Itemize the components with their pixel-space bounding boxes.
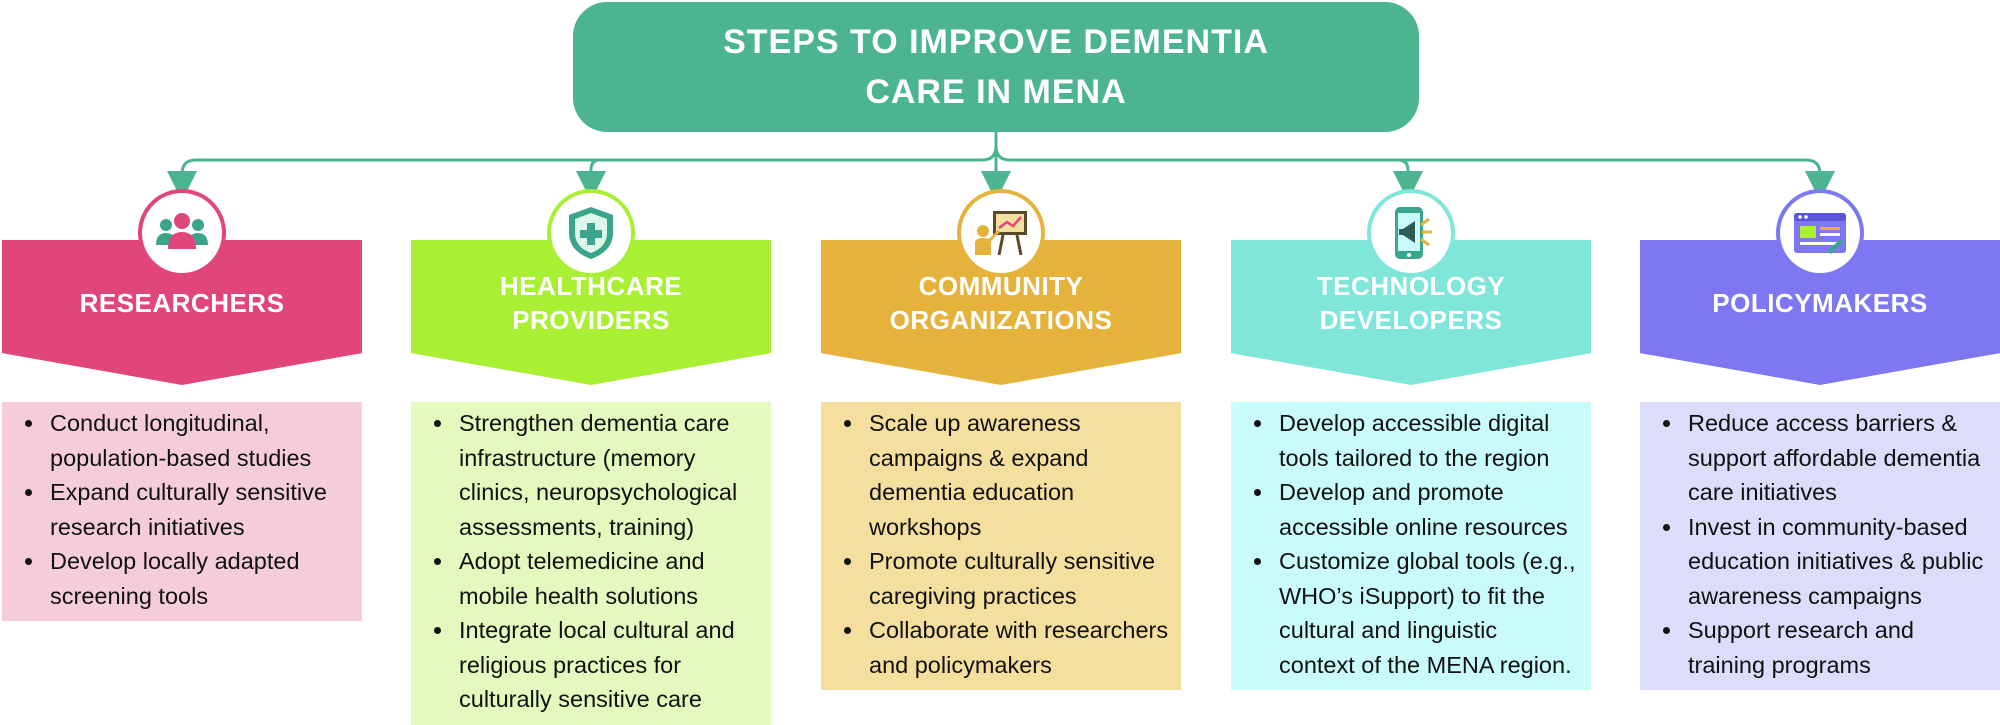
bullet-item: Collaborate with researchers and policym…: [865, 613, 1169, 682]
title-line-1: STEPS TO IMPROVE DEMENTIA: [723, 23, 1269, 61]
bullets-box: Develop accessible digital tools tailore…: [1231, 402, 1591, 690]
bullet-item: Develop and promote accessible online re…: [1275, 475, 1579, 544]
banner-healthcare-providers: HEALTHCARE PROVIDERS: [411, 240, 771, 385]
bullet-item: Develop accessible digital tools tailore…: [1275, 406, 1579, 475]
bullet-item: Conduct longitudinal, population-based s…: [46, 406, 350, 475]
icon-circle: [957, 189, 1045, 277]
mobile-megaphone-icon: [1395, 207, 1432, 259]
bullet-list: Strengthen dementia care infrastructure …: [423, 406, 759, 717]
connector-branch-2: [576, 158, 606, 201]
medical-shield-icon: [569, 207, 613, 259]
people-group-icon: [156, 213, 208, 249]
connector-branch-1: [167, 145, 998, 201]
bullet-item: Expand culturally sensitive research ini…: [46, 475, 350, 544]
bullets-box: Reduce access barriers & support afforda…: [1640, 402, 2000, 690]
column-researchers: RESEARCHERS Conduct longitudinal, popula…: [2, 0, 362, 720]
bullet-list: Scale up awareness campaigns & expand de…: [833, 406, 1169, 682]
icon-circle: [1776, 189, 1864, 277]
banner-heading-line: DEVELOPERS: [1319, 304, 1503, 335]
bullet-item: Promote culturally sensitive caregiving …: [865, 544, 1169, 613]
bullet-item: Adopt telemedicine and mobile health sol…: [455, 544, 759, 613]
bullet-item: Scale up awareness campaigns & expand de…: [865, 406, 1169, 544]
banner-heading-line: POLICYMAKERS: [1712, 287, 1928, 318]
title-box: STEPS TO IMPROVE DEMENTIA CARE IN MENA: [573, 2, 1419, 132]
bullets-box: Scale up awareness campaigns & expand de…: [821, 402, 1181, 690]
icon-circle: [138, 189, 226, 277]
banner-heading-line: PROVIDERS: [512, 304, 670, 335]
web-page-icon: [1794, 213, 1846, 254]
column-community-organizations: COMMUNITY ORGANIZATIONS Scale up awarene…: [821, 0, 1181, 720]
bullet-item: Customize global tools (e.g., WHO’s iSup…: [1275, 544, 1579, 682]
icon-circle: [547, 189, 635, 277]
column-technology-developers: TECHNOLOGY DEVELOPERS Develop accessible…: [1231, 0, 1591, 720]
bullet-item: Support research and training programs: [1684, 613, 1988, 682]
bullet-item: Invest in community-based education init…: [1684, 510, 1988, 614]
bullet-list: Conduct longitudinal, population-based s…: [14, 406, 350, 613]
bullet-item: Integrate local cultural and religious p…: [455, 613, 759, 717]
banner-heading-line: ORGANIZATIONS: [889, 304, 1113, 335]
icon-circle: [1367, 189, 1455, 277]
bullets-box: Conduct longitudinal, population-based s…: [2, 402, 362, 621]
bullet-list: Develop accessible digital tools tailore…: [1243, 406, 1579, 682]
presentation-board-icon: [975, 211, 1027, 256]
bullet-item: Strengthen dementia care infrastructure …: [455, 406, 759, 544]
bullet-item: Reduce access barriers & support afforda…: [1684, 406, 1988, 510]
column-healthcare-providers: HEALTHCARE PROVIDERS Strengthen dementia…: [411, 0, 771, 725]
banner-heading-line: RESEARCHERS: [79, 287, 285, 318]
bullet-list: Reduce access barriers & support afforda…: [1652, 406, 1988, 682]
bullets-box: Strengthen dementia care infrastructure …: [411, 402, 771, 725]
connector-branch-5: [1398, 158, 1835, 201]
banner-community-organizations: COMMUNITY ORGANIZATIONS: [821, 240, 1181, 385]
title-line-2: CARE IN MENA: [865, 73, 1127, 111]
column-policymakers: POLICYMAKERS Reduce access barriers & su…: [1640, 0, 2000, 720]
bullet-item: Develop locally adapted screening tools: [46, 544, 350, 613]
